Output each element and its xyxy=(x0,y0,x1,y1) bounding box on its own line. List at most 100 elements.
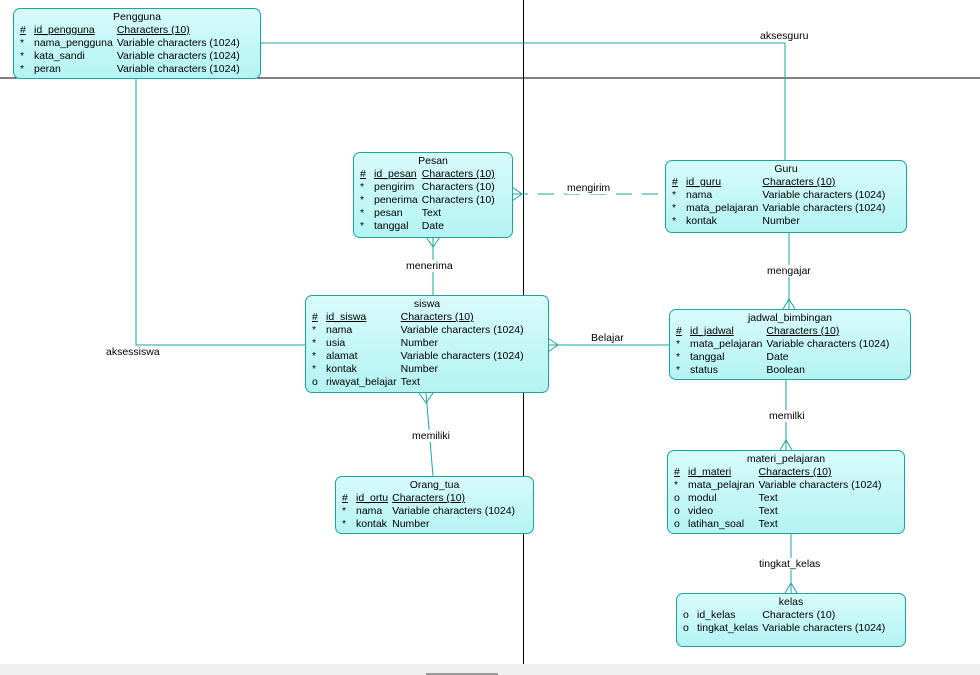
attribute-marker: o xyxy=(683,609,689,621)
attribute-type: Variable characters (1024) xyxy=(116,50,240,62)
attribute-type: Variable characters (1024) xyxy=(766,338,890,350)
entity-title: kelas xyxy=(778,596,804,608)
attribute-name: id_jadwal xyxy=(690,325,734,337)
attribute-marker: # xyxy=(312,311,318,323)
attribute-name: tingkat_kelas xyxy=(697,622,759,634)
attribute-name: kata_sandi xyxy=(34,50,85,62)
attribute-name: kontak xyxy=(326,363,357,375)
attribute-marker: * xyxy=(672,215,677,227)
attribute-type: Boolean xyxy=(766,364,805,376)
attribute-type: Number xyxy=(762,215,800,227)
attribute-name: peran xyxy=(34,63,61,75)
rel-label-aksesguru: aksesguru xyxy=(759,30,810,42)
attribute-type: Text xyxy=(758,492,778,504)
rel-label-mengajar: mengajar xyxy=(766,265,812,277)
attribute-name: kontak xyxy=(356,518,387,530)
link-aksesguru xyxy=(261,42,786,160)
attribute-marker: * xyxy=(676,364,681,376)
attribute-name: latihan_soal xyxy=(688,518,745,530)
crowfoot-siswa-bottom xyxy=(418,392,434,404)
attribute-marker: o xyxy=(312,376,318,388)
link-aksessiswa xyxy=(135,79,305,346)
attribute-name: tanggal xyxy=(690,351,725,363)
attribute-marker: * xyxy=(20,50,25,62)
attribute-name: status xyxy=(690,364,719,376)
horizontal-scrollbar[interactable] xyxy=(0,664,980,675)
attribute-name: nama_pengguna xyxy=(34,37,113,49)
attribute-type: Characters (10) xyxy=(400,311,474,323)
attribute-marker: * xyxy=(20,63,25,75)
attribute-type: Number xyxy=(400,363,438,375)
attribute-type: Date xyxy=(766,351,789,363)
attribute-row: * status Boolean xyxy=(676,364,893,377)
attribute-marker: o xyxy=(674,492,680,504)
rel-label-aksessiswa: aksessiswa xyxy=(105,346,161,358)
attribute-name: nama xyxy=(686,189,713,201)
attribute-type: Variable characters (1024) xyxy=(762,622,886,634)
attribute-marker: * xyxy=(342,518,347,530)
attribute-marker: # xyxy=(674,466,680,478)
attribute-row: * tanggal Date xyxy=(676,351,893,364)
crowfoot-materi-top xyxy=(779,439,793,451)
attribute-marker: * xyxy=(20,37,25,49)
attribute-name: tanggal xyxy=(374,220,409,232)
attribute-type: Variable characters (1024) xyxy=(400,350,524,362)
attribute-name: mata_pelajran xyxy=(688,479,755,491)
attribute-marker: o xyxy=(683,622,689,634)
attribute-name: id_materi xyxy=(688,466,732,478)
scrollbar-thumb[interactable] xyxy=(426,673,498,675)
attribute-type: Characters (10) xyxy=(766,325,840,337)
attribute-type: Text xyxy=(421,207,442,219)
attribute-type: Date xyxy=(421,220,444,232)
attribute-type: Text xyxy=(400,376,420,388)
attribute-name: modul xyxy=(688,492,717,504)
attribute-marker: * xyxy=(676,338,681,350)
rel-label-memilki-materi: memilki xyxy=(768,410,806,422)
attribute-marker: * xyxy=(360,220,365,232)
rel-label-memiliki-ortu: memiliki xyxy=(411,430,451,442)
attribute-row: * kata_sandi Variable characters (1024) xyxy=(20,50,244,63)
attribute-marker: * xyxy=(360,181,365,193)
attribute-name: nama xyxy=(326,324,353,336)
attribute-marker: # xyxy=(342,492,348,504)
attribute-marker: * xyxy=(342,505,347,517)
attribute-type: Characters (10) xyxy=(392,492,466,504)
attribute-name: pesan xyxy=(374,207,403,219)
attribute-marker: # xyxy=(20,24,26,36)
attribute-marker: * xyxy=(676,351,681,363)
attribute-type: Number xyxy=(400,337,438,349)
attribute-marker: o xyxy=(674,518,680,530)
entity-title: Guru xyxy=(774,163,798,175)
attribute-type: Variable characters (1024) xyxy=(400,324,524,336)
